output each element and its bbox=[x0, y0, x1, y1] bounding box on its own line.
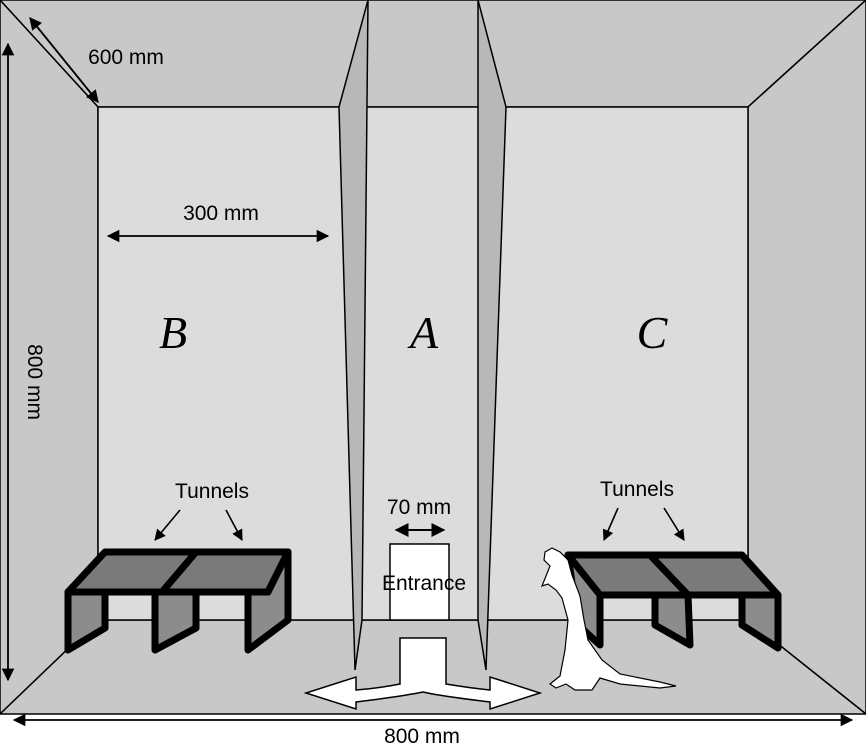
direction-arrow bbox=[303, 637, 543, 711]
left-divider bbox=[338, 0, 369, 671]
tunnels-left bbox=[64, 548, 292, 654]
height-label: 800 mm bbox=[23, 344, 46, 420]
rat-silhouette bbox=[540, 547, 677, 691]
entrance-label: Entrance bbox=[382, 572, 466, 595]
entrance-door bbox=[389, 543, 450, 621]
depth-arrow bbox=[29, 17, 99, 103]
compartment-c-label: C bbox=[637, 307, 669, 358]
tunnels-right bbox=[564, 551, 782, 652]
width-label: 800 mm bbox=[384, 725, 460, 748]
tunnels-right-arrow-1 bbox=[602, 507, 619, 542]
compartment-a-label: A bbox=[407, 307, 439, 358]
back-wall bbox=[97, 106, 749, 621]
compartment-width-label: 300 mm bbox=[183, 202, 259, 225]
tunnels-left-label: Tunnels bbox=[175, 480, 249, 503]
right-divider bbox=[477, 0, 507, 671]
compartment-b-label: B bbox=[159, 307, 187, 358]
depth-label: 600 mm bbox=[88, 46, 164, 69]
tunnels-right-arrow-2 bbox=[663, 507, 685, 541]
tunnels-left-arrow-2 bbox=[225, 509, 243, 541]
entrance-width-label: 70 mm bbox=[387, 496, 451, 519]
tunnels-right-label: Tunnels bbox=[600, 478, 674, 501]
tunnels-left-arrow-1 bbox=[154, 509, 181, 541]
